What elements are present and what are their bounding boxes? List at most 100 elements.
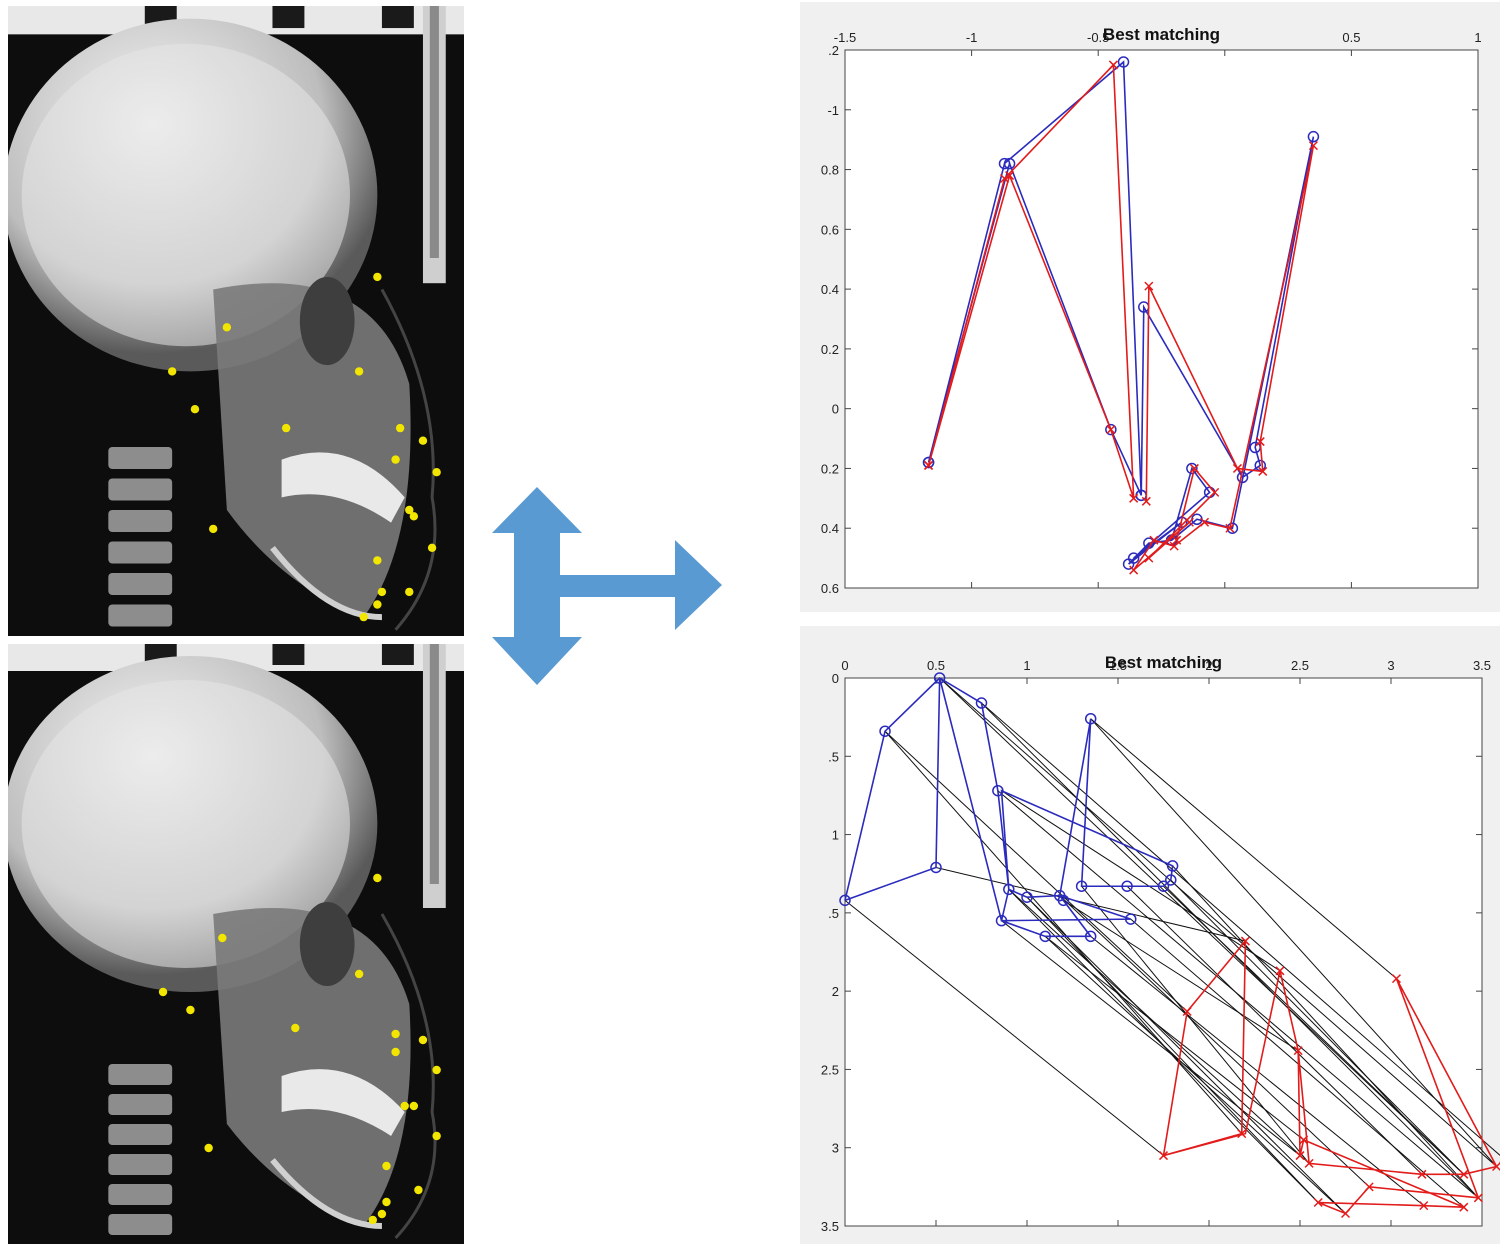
- landmark-dot: [400, 1101, 409, 1111]
- data-point: [998, 157, 1011, 170]
- vertebra: [108, 510, 173, 533]
- landmark-dot: [395, 423, 405, 433]
- landmark-dot: [409, 512, 419, 521]
- data-point: [1003, 883, 1015, 896]
- landmark-dot: [391, 455, 400, 464]
- x-tick-label: 3: [1387, 658, 1394, 673]
- landmark-dot: [209, 524, 218, 534]
- y-tick-label: 0.6: [821, 222, 839, 237]
- vertebra: [108, 1124, 173, 1145]
- ruler-notch: [272, 644, 305, 665]
- data-point: [933, 672, 946, 684]
- landmark-dot: [368, 1215, 377, 1225]
- orbit: [299, 276, 355, 366]
- landmark-dot: [222, 323, 232, 332]
- ruler-notch: [381, 6, 414, 29]
- cranium-inner: [21, 680, 350, 968]
- data-point: [1391, 974, 1401, 984]
- match-line: [1044, 935, 1304, 1141]
- head-holder-rod: [429, 644, 439, 884]
- match-line: [1090, 718, 1497, 1167]
- orbit: [299, 902, 355, 986]
- x-tick-label: 0: [841, 658, 848, 673]
- x-tick-label: -1.5: [834, 30, 856, 45]
- data-point: [1158, 1151, 1169, 1161]
- landmark-dot: [405, 505, 414, 515]
- data-point: [1255, 437, 1265, 447]
- vertebra: [108, 573, 173, 596]
- data-point: [1293, 1046, 1303, 1056]
- y-tick-label: -1: [827, 103, 839, 118]
- match-line: [939, 677, 1497, 1167]
- landmark-dot: [204, 1143, 213, 1153]
- teeth: [281, 452, 405, 523]
- skull-xray-icon: [8, 644, 464, 1244]
- data-point: [930, 861, 942, 874]
- data-point: [1084, 712, 1097, 725]
- data-point: [1459, 1169, 1469, 1179]
- series-line: [844, 676, 1174, 938]
- y-tick-label: 0.6: [821, 581, 839, 596]
- x-tick-label: 0.5: [927, 658, 945, 673]
- match-line: [884, 730, 1243, 1134]
- landmark-dot: [354, 367, 364, 376]
- match-line: [1026, 896, 1346, 1214]
- soft-tissue-profile: [380, 288, 437, 631]
- facial-bones: [213, 283, 411, 618]
- mandible: [270, 1158, 382, 1229]
- data-point: [1021, 891, 1033, 903]
- y-tick-label: 2.5: [821, 1062, 839, 1077]
- data-point: [1127, 552, 1140, 564]
- y-tick-label: 0.2: [821, 342, 839, 357]
- y-tick-label: 0.4: [821, 282, 839, 297]
- landmark-dot: [218, 933, 227, 943]
- x-tick-label: 2: [1205, 658, 1212, 673]
- data-point: [1419, 1201, 1429, 1211]
- x-tick-label: 3.5: [1473, 658, 1491, 673]
- x-tick-label: -0.5: [1087, 30, 1109, 45]
- facial-bones: [213, 908, 411, 1226]
- data-point: [922, 456, 935, 469]
- y-tick-label: .5: [828, 906, 839, 921]
- skull-xray-icon: [8, 6, 464, 636]
- y-tick-label: 3.5: [821, 1219, 839, 1234]
- vertebra: [108, 1184, 173, 1205]
- y-tick-label: 0: [832, 402, 839, 417]
- series-line: [1162, 938, 1498, 1215]
- data-point: [1186, 462, 1198, 475]
- double-headed-t-arrow-icon: [490, 485, 725, 695]
- data-point: [1210, 487, 1220, 497]
- data-point: [1304, 1158, 1314, 1168]
- match-line: [884, 730, 1188, 1012]
- vertebra: [108, 604, 173, 627]
- data-point: [1129, 493, 1139, 503]
- data-point: [1459, 1202, 1469, 1212]
- data-point: [1166, 860, 1179, 872]
- landmark-dot: [427, 543, 437, 552]
- landmark-dot: [432, 1131, 441, 1141]
- match-line: [1044, 935, 1346, 1214]
- y-tick-label: 3: [832, 1141, 839, 1156]
- landmark-dot: [409, 1101, 419, 1111]
- plot-area: [844, 677, 1483, 1227]
- data-point: [1307, 130, 1320, 143]
- data-point: [1172, 535, 1182, 545]
- data-point: [1237, 1129, 1247, 1139]
- match-line: [1026, 896, 1319, 1203]
- data-point: [1124, 913, 1137, 925]
- x-tick-label: 1.5: [1109, 658, 1127, 673]
- vertebra: [108, 1214, 173, 1235]
- y-tick-label: 0.8: [821, 163, 839, 178]
- data-point: [1232, 463, 1242, 473]
- data-point: [1364, 1182, 1374, 1192]
- landmark-dot: [190, 405, 200, 414]
- x-tick-label: 1: [1023, 658, 1030, 673]
- data-point: [1340, 1208, 1351, 1219]
- series-line: [1128, 136, 1315, 565]
- top-xray-image: [8, 6, 464, 636]
- data-point: [1473, 1193, 1483, 1203]
- landmark-dot: [432, 1065, 441, 1075]
- match-line: [1090, 935, 1425, 1207]
- plot-area: [844, 49, 1479, 589]
